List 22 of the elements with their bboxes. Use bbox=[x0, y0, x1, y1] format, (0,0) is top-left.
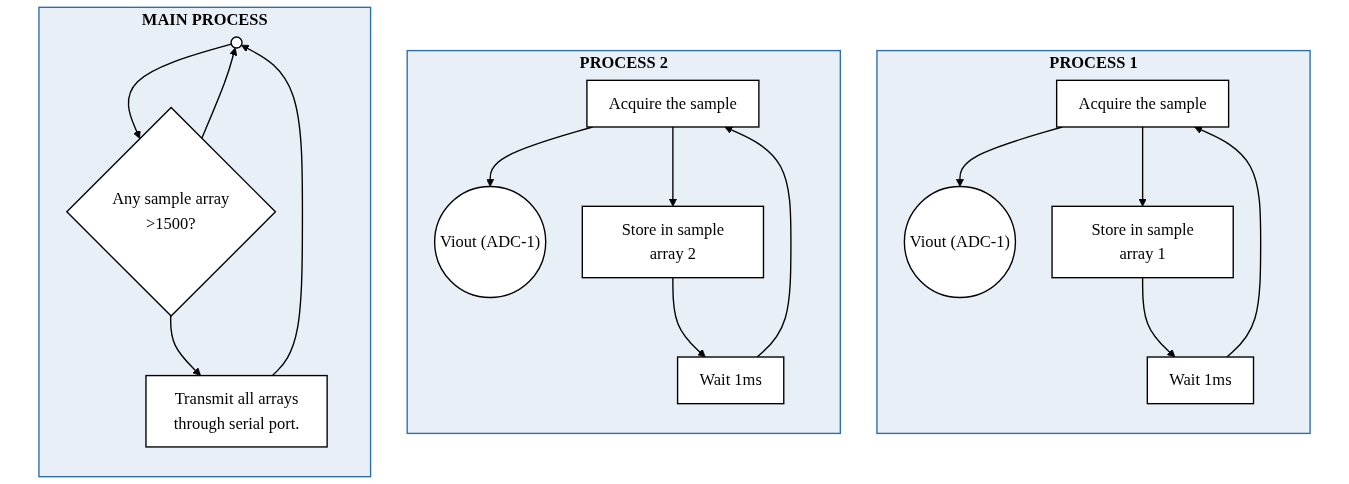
arrow bbox=[1194, 126, 1262, 358]
arrow bbox=[170, 315, 201, 376]
node-box: Transmit all arrays through serial port. bbox=[145, 374, 328, 448]
node-circle: Viout (ADC-1) bbox=[903, 185, 1017, 299]
arrow bbox=[241, 44, 304, 377]
node-circle: Viout (ADC-1) bbox=[433, 185, 547, 299]
arrow bbox=[672, 277, 706, 358]
node-circle bbox=[230, 36, 243, 49]
node-box: Acquire the sample bbox=[1055, 79, 1230, 128]
node-box: Wait 1ms bbox=[1146, 356, 1255, 405]
arrow bbox=[1141, 277, 1176, 358]
arrow bbox=[1138, 126, 1147, 207]
node-box: Wait 1ms bbox=[676, 356, 785, 405]
arrow bbox=[201, 47, 238, 140]
arrow bbox=[955, 126, 1063, 187]
arrow bbox=[668, 126, 677, 207]
node-box: Store in sample array 2 bbox=[581, 205, 765, 279]
node-diamond: Any sample array >1500? bbox=[65, 106, 277, 318]
node-box: Acquire the sample bbox=[586, 79, 760, 128]
arrow bbox=[127, 43, 232, 139]
node-box: Store in sample array 1 bbox=[1051, 205, 1234, 279]
arrow bbox=[724, 126, 792, 358]
